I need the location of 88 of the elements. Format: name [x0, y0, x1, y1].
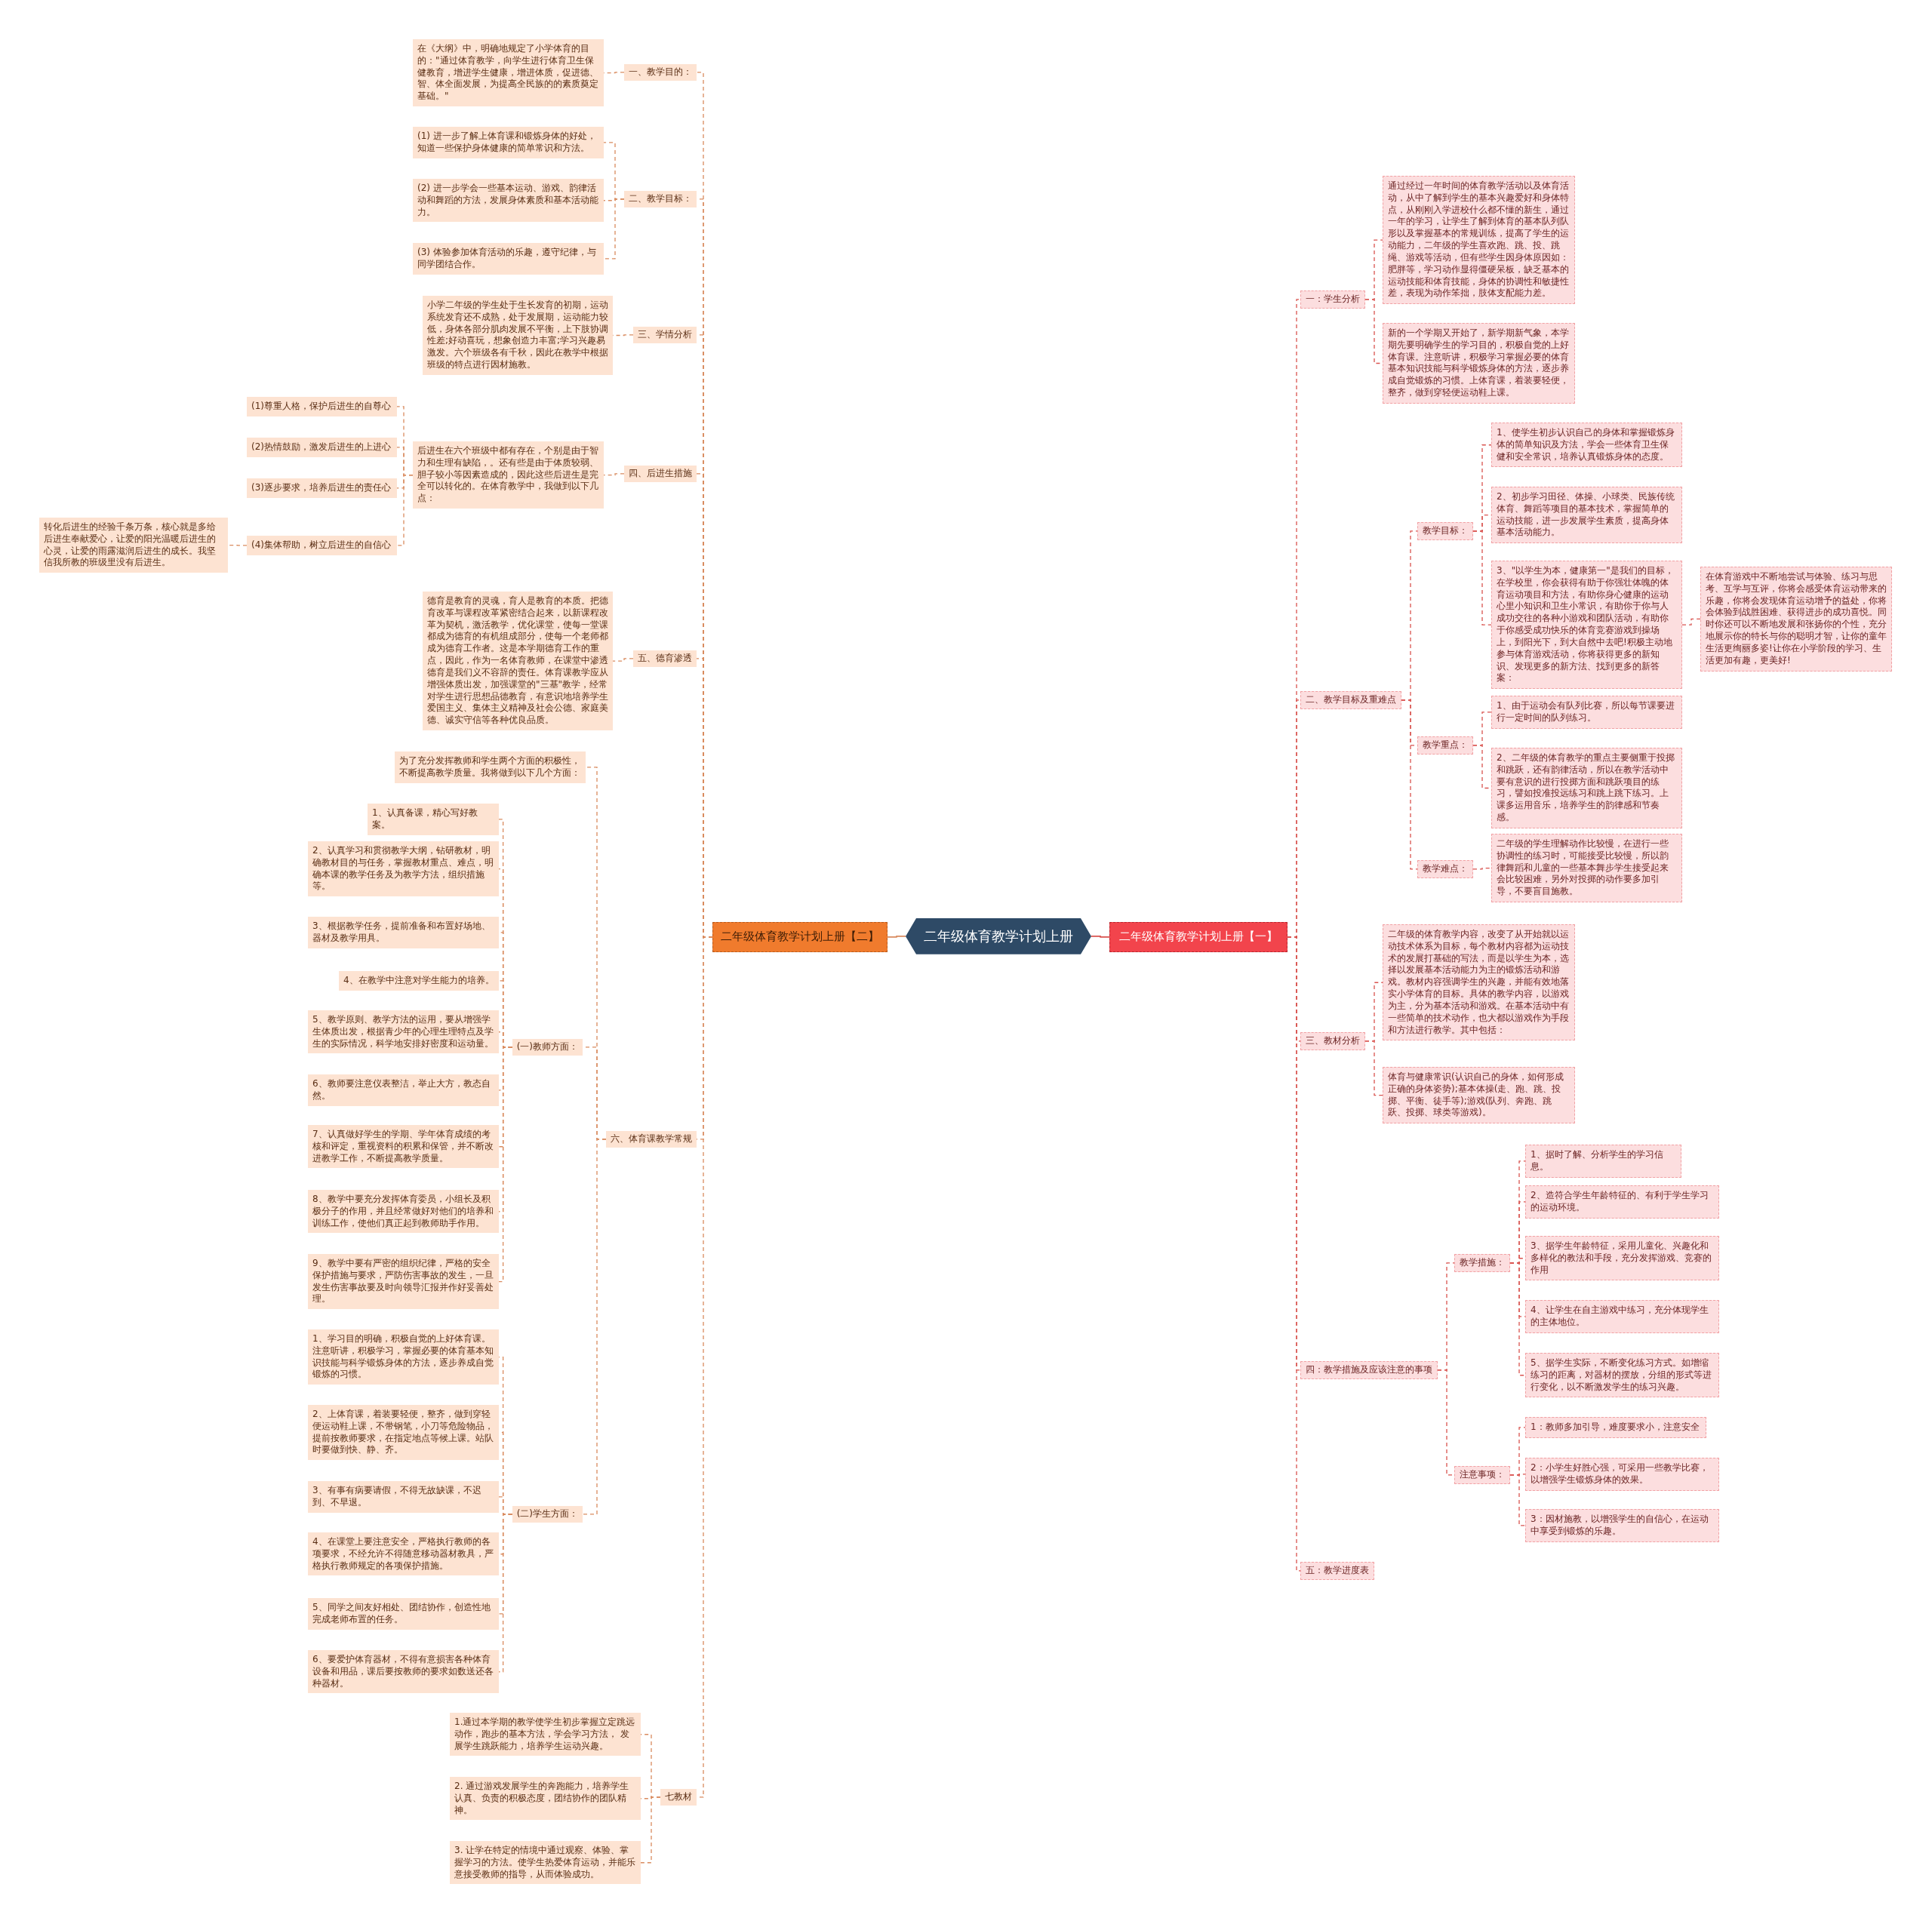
note-text: (1) 进一步了解上体育课和锻炼身体的好处，知道一些保护身体健康的简单常识和方法。 — [413, 127, 604, 158]
note-text: (1)尊重人格，保护后进生的自尊心 — [247, 397, 397, 416]
branch-label: 教学目标： — [1417, 522, 1473, 540]
note-text: 1、使学生初步认识自己的身体和掌握锻炼身体的简单知识及方法，学会一些体育卫生保健和安全常识，培养认真锻炼身体的态度。 — [1491, 423, 1682, 468]
note-text: 4、在教学中注意对学生能力的培养。 — [339, 971, 499, 991]
note-text: 在《大纲》中，明确地规定了小学体育的目的："通过体育教学，向学生进行体育卫生保健教育，增进学生健康，增进体质，促进德、智、体全面发展，为提高全民族的的素质奠定基础。" — [413, 39, 604, 107]
note-text: 6、要爱护体育器材，不得有意损害各种体育设备和用品，课后要按教师的要求如数送还各种器材。 — [308, 1650, 499, 1694]
branch-label: 注意事项： — [1454, 1466, 1510, 1484]
note-text: 2、造符合学生年龄特征的、有利于学生学习的运动环境。 — [1525, 1185, 1719, 1219]
note-text: 7、认真做好学生的学期、学年体育成绩的考核和评定，重视资料的积累和保管，并不断改进教学工作，不断提高教学质量。 — [308, 1125, 499, 1169]
note-text: 二年级的学生理解动作比较慢，在进行一些协调性的练习时，可能接受比较慢，所以韵律舞蹈和儿童的一些基本舞步学生接受起来会比较困难，另外对投掷的动作要多加引导，不要盲目施教。 — [1491, 834, 1682, 903]
branch-label: (二)学生方面： — [512, 1506, 583, 1523]
connector-line — [1401, 699, 1418, 870]
note-text: (3) 体验参加体育活动的乐趣，遵守纪律，与同学团结合作。 — [413, 243, 604, 275]
note-text: 在体育游戏中不断地尝试与体验、练习与思考、互学与互评，你将会感受体育运动带来的乐趣，你将会发现体育运动增予的益处，你将会体验到战胜困难、获得进步的成功喜悦。同时你还可以不断地发展和张扬你的个性，充分地展示你的特长与你的聪明才智，让你的童年生活更绚丽多姿!让你在小学阶段的学习、生活更加有趣，更美好! — [1700, 567, 1892, 672]
branch-label: 五：教学进度表 — [1300, 1562, 1374, 1580]
note-text: 1、认真备课，精心写好教案。 — [368, 804, 499, 835]
note-text: (4)集体帮助，树立后进生的自信心 — [247, 536, 397, 555]
note-text: 二年级的体育教学内容，改变了从开始就以运动技术体系为目标，每个教材内容都为运动技术的发展打基础的写法，而是以学生为本，选择以发展基本活动能力为主的锻炼活动和游戏。教材内容强调学生的兴趣，并能有效地落实小学体育的目标。具体的教学内容，以游戏为主，分为基本活动和游戏。在基本活动中有一些简单的技术动作，也大都以游戏作为手段和方法进行教学。其中包括： — [1383, 924, 1575, 1041]
note-text: 2、二年级的体育教学的重点主要侧重于投掷和跳跃，还有韵律活动，所以在教学活动中要有意识的进行投掷方面和跳跃项目的练习，譬如投准投远练习和跳上跳下练习。上课多运用音乐，培养学生的韵律感和节奏感。 — [1491, 748, 1682, 828]
note-text: 4、让学生在自主游戏中练习，充分体现学生的主体地位。 — [1525, 1300, 1719, 1333]
note-text: 3. 让学在特定的情境中通过观察、体验、掌握学习的方法。使学生热爱体育运动，并能乐意接受教师的指导，从而体验成功。 — [450, 1841, 641, 1885]
connector-line — [1472, 530, 1492, 625]
connector-line — [1472, 867, 1492, 870]
note-text: 为了充分发挥教师和学生两个方面的积极性，不断提高教学质量。我将做到以下几个方面： — [395, 751, 586, 783]
note-text: 德育是教育的灵魂，育人是教育的本质。把德育改革与课程改革紧密结合起来，以新课程改革为契机，激活教学，优化课堂，使每一堂课都成为德育的有机组成部分，使每一个老师都成为德育工作者。这是本学期德育工作的重点，因此，作为一名体育教师，在课堂中渗透德育是我们义不容辞的责任。体育课教学应从增强体质出发，加强课堂的"三基"教学，经常对学生进行思想品德教育，有意识地培养学生爱国主义、集体主义精神及社会公德、家庭美德、诚实守信等各种优良品质。 — [423, 592, 613, 731]
note-text: 5、据学生实际，不断变化练习方式。如增缩练习的距离，对器材的摆放，分组的形式等进行变化，以不断激发学生的练习兴趣。 — [1525, 1353, 1719, 1398]
note-text: 2：小学生好胜心强，可采用一些教学比赛，以增强学生锻炼身体的效果。 — [1525, 1458, 1719, 1491]
branch-label: 教学重点： — [1417, 736, 1473, 755]
connector-line — [1364, 1040, 1383, 1096]
note-text: 1、据时了解、分析学生的学习信息。 — [1525, 1145, 1681, 1178]
note-text: 5、同学之间友好相处、团结协作，创造性地完成老师布置的任务。 — [308, 1598, 499, 1630]
branch-label: 六、体育课教学常规 — [606, 1131, 697, 1148]
branch-label: 四：教学措施及应该注意的事项 — [1300, 1361, 1438, 1379]
note-text: 2、上体育课，着装要轻便，整齐，做到穿轻便运动鞋上课，不带钢笔，小刀等危险物品，提前按教师要求，在指定地点等候上课。站队时要做到快、静、齐。 — [308, 1405, 499, 1461]
note-text: 1、由于运动会有队列比赛，所以每节课要进行一定时间的队列练习。 — [1491, 696, 1682, 729]
connector-line — [1509, 1262, 1526, 1376]
branch-label: (一)教师方面： — [512, 1039, 583, 1056]
note-text: (2)热情鼓励，激发后进生的上进心 — [247, 438, 397, 457]
note-text: 3、有事有病要请假，不得无故缺课，不迟到、不早退。 — [308, 1481, 499, 1513]
note-text: 2、认真学习和贯彻教学大纲，钻研教材，明确教材目的与任务，掌握教材重点、难点，明确本课的教学任务及为教学方法，组织措施等。 — [308, 841, 499, 897]
note-text: 1.通过本学期的教学使学生初步掌握立定跳远动作，跑步的基本方法，学会学习方法， 发展学生跳跃能力，培养学生运动兴趣。 — [450, 1713, 641, 1756]
connector-line — [582, 1139, 607, 1515]
note-text: 体育与健康常识(认识自己的身体，如何形成正确的身体姿势);基本体操(走、跑、跳、投掷、平衡、徒手等);游戏(队列、奔跑、跳跃、投掷、球类等游戏)。 — [1383, 1067, 1575, 1124]
note-text: 1：教师多加引导，难度要求小，注意安全 — [1525, 1417, 1706, 1438]
connector-line — [227, 545, 248, 546]
note-text: (3)逐步要求，培养后进生的责任心 — [247, 478, 397, 498]
note-text: 转化后进生的经验千条万条，核心就是多给后进生奉献爱心，让爱的阳光温暖后进生的心灵，让爱的雨露滋润后进生的成长。我坚信我所教的班级里没有后进生。 — [39, 518, 228, 573]
note-text: 小学二年级的学生处于生长发育的初期，运动系统发育还不成熟，处于发展期，运动能力较低，身体各部分肌肉发展不平衡，上下肢协调性差;好动喜玩，想象创造力丰富;学习兴趣易激发。六个班级各有千秋，因此在教学中根据班级的特点进行因材施教。 — [423, 296, 613, 375]
note-text: 8、教学中要充分发挥体育委员，小组长及积极分子的作用，并且经常做好对他们的培养和训练工作，使他们真正起到教师助手作用。 — [308, 1190, 499, 1234]
note-text: 9、教学中要有严密的组织纪律，严格的安全保护措施与要求，严防伤害事故的发生，一旦发生伤害事故要及时向领导汇报并作好妥善处理。 — [308, 1254, 499, 1310]
branch-label: 教学措施： — [1454, 1254, 1510, 1272]
note-text: 2. 通过游戏发展学生的奔跑能力，培养学生认真、负责的积极态度，团结协作的团队精神。 — [450, 1777, 641, 1821]
connector-line — [603, 198, 625, 260]
note-text: 4、在课堂上要注意安全，严格执行教师的各项要求，不经允许不得随意移动器材教具，严格执行教师规定的各项保护措施。 — [308, 1532, 499, 1576]
note-text: 6、教师要注意仪表整洁，举止大方，教态自然。 — [308, 1074, 499, 1106]
note-text: 后进生在六个班级中都有存在，个别是由于智力和生理有缺陷，。还有些是由于体质较弱、胆子较小等因素造成的，因此这些后进生是完全可以转化的。在体育教学中，我做到以下几点： — [413, 441, 604, 509]
central-topic: 二年级体育教学计划上册 — [906, 918, 1091, 954]
connector-line — [1681, 618, 1701, 625]
connector-line — [612, 658, 634, 662]
branch-label: 教学难点： — [1417, 860, 1473, 878]
main-branch-label: 二年级体育教学计划上册【一】 — [1109, 922, 1287, 952]
branch-label: 二、教学目标及重难点 — [1300, 691, 1401, 709]
branch-label: 三、学情分析 — [633, 327, 697, 343]
connector-line — [396, 474, 414, 546]
note-text: 3、据学生年龄特征，采用儿童化、兴趣化和多样化的教法和手段，充分发挥游戏、竞赛的作用 — [1525, 1236, 1719, 1281]
branch-label: 二、教学目标： — [624, 191, 697, 207]
connector-line — [1287, 936, 1301, 1572]
main-branch-label: 二年级体育教学计划上册【二】 — [712, 922, 888, 952]
connector-line — [1091, 936, 1110, 938]
note-text: 5、教学原则、教学方法的运用，要从增强学生体质出发，根据青少年的心理生理特点及学生的实际情况，科学地安排好密度和运动量。 — [308, 1010, 499, 1054]
branch-label: 五、德育渗透 — [633, 650, 697, 667]
branch-label: 七教材 — [660, 1789, 697, 1806]
note-text: 3：因材施教，以增强学生的自信心，在运动中享受到锻炼的乐趣。 — [1525, 1509, 1719, 1542]
note-text: 通过经过一年时间的体育教学活动以及体育活动，从中了解到学生的基本兴趣爱好和身体特点，从刚刚入学进校什么都不懂的新生，通过一年的学习，让学生了解到体育的基本队列队形以及掌握基本的常规训练，提高了学生的运动能力，二年级的学生喜欢跑、跳、投、跳绳、游戏等活动，但有些学生因身体原因如：肥胖等，学习动作显得僵硬呆板，缺乏基本的运动技能和体育技能，身体的协调性和敏捷性差，表现为动作笨拙，肢体支配能力差。 — [1383, 176, 1575, 305]
note-text: 新的一个学期又开始了，新学期新气象，本学期先要明确学生的学习目的，积极自觉的上好体育课。注意听讲，积极学习掌握必要的体育基本知识技能与科学锻炼身体的方法，逐步养成自觉锻炼的习惯。上体育课，着装要轻便，整齐，做到穿轻便运动鞋上课。 — [1383, 323, 1575, 404]
note-text: 1、学习目的明确，积极自觉的上好体育课。注意听讲，积极学习，掌握必要的体育基本知识技能与科学锻炼身体的方法，逐步养成自觉锻炼的习惯。 — [308, 1329, 499, 1385]
note-text: 3、根据教学任务，提前准备和布置好场地、器材及教学用具。 — [308, 917, 499, 948]
connector-line — [887, 936, 906, 938]
branch-label: 三、教材分析 — [1300, 1032, 1365, 1050]
note-text: (2) 进一步学会一些基本运动、游戏、韵律活动和舞蹈的方法，发展身体素质和基本活动能力。 — [413, 179, 604, 223]
connector-line — [640, 1796, 661, 1864]
connector-line — [1509, 1474, 1526, 1526]
note-text: 2、初步学习田径、体操、小球类、民族传统体育、舞蹈等项目的基本技术，掌握简单的运动技能，进一步发展学生素质，提高身体基本活动能力。 — [1491, 487, 1682, 544]
note-text: 3、"以学生为本，健康第一"是我们的目标，在学校里，你会获得有助于你强壮体魄的体育运动项目和方法，有助你身心健康的运动心里小知识和卫生小常识，有助你于你与人成功交往的各种小游戏和团队活动，有助你于你感受成功快乐的体育竞赛游戏到操场上，到阳光下，到大自然中去吧!积极主动地参与体育游戏活动，你将获得更多的新知识、发现更多的新方法、找到更多的新答案： — [1491, 561, 1682, 690]
branch-label: 一、教学目的： — [624, 64, 697, 81]
branch-label: 一：学生分析 — [1300, 290, 1365, 309]
branch-label: 四、后进生措施 — [624, 466, 697, 482]
